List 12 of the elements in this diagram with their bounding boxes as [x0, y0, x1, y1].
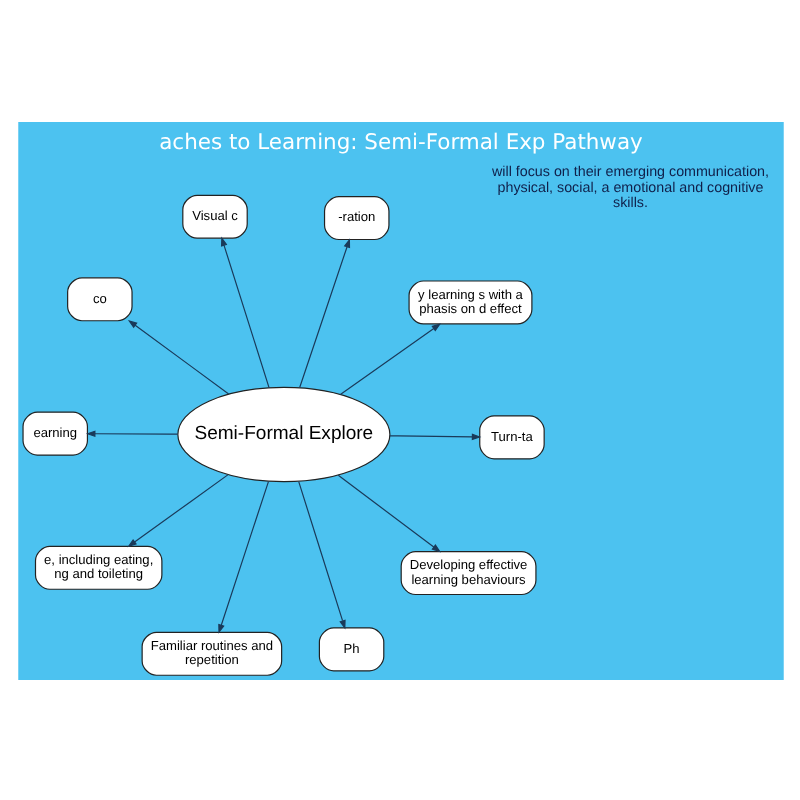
arrow: [84, 429, 178, 437]
node-ellipse: Semi-Formal Explore: [176, 385, 390, 482]
diagram-title: aches to Learning: Semi-Formal Exp Pathway: [158, 127, 642, 154]
arrow: [338, 322, 441, 395]
arrow: [126, 473, 228, 547]
arrow: [297, 480, 345, 629]
arrow: [219, 235, 269, 388]
arrow: [217, 479, 269, 633]
arrow: [388, 432, 481, 440]
arrow: [336, 473, 441, 552]
arrow: [126, 318, 229, 394]
arrow: [298, 237, 350, 388]
